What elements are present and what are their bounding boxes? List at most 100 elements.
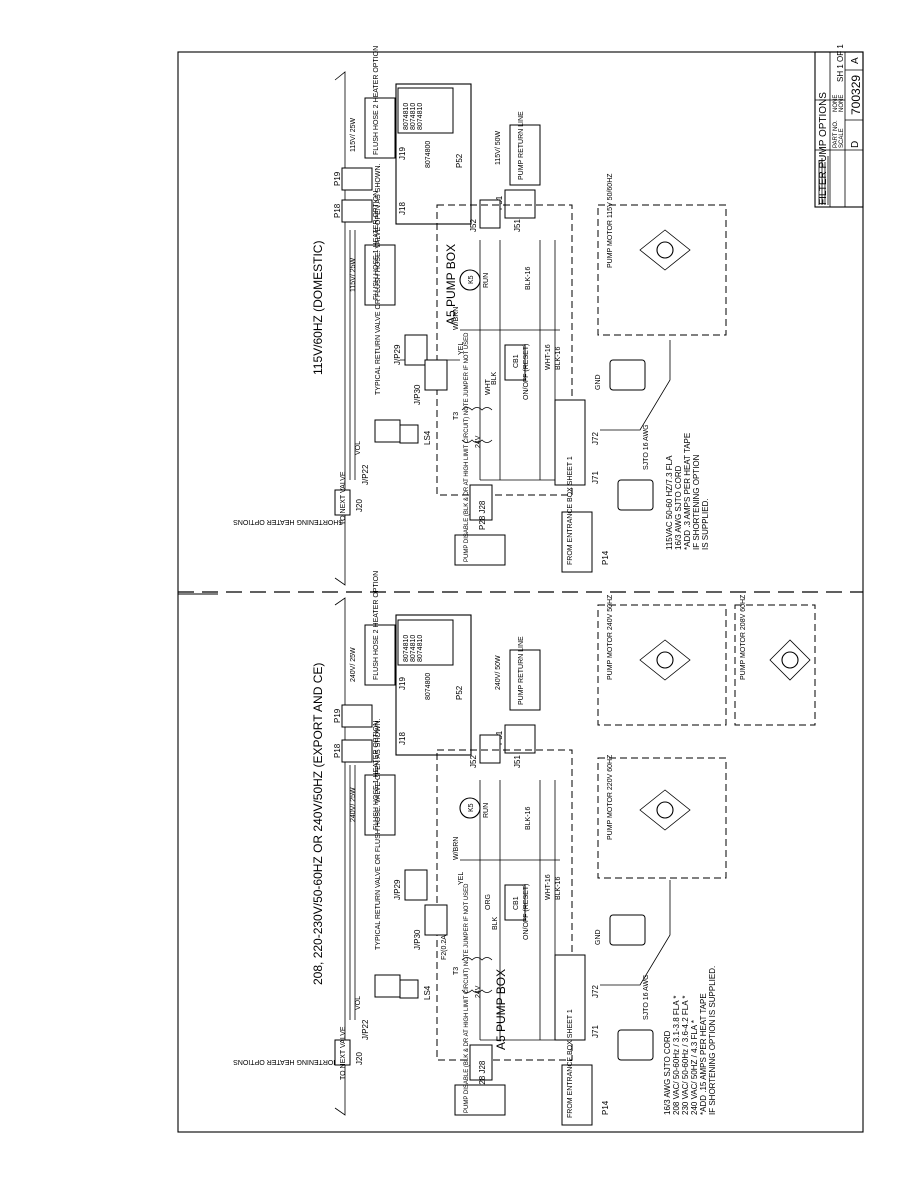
- svg-text:BLK-16: BLK-16: [555, 347, 562, 370]
- svg-text:BLK-16: BLK-16: [525, 267, 532, 290]
- title-text: FILTER PUMP OPTIONS: [818, 92, 829, 205]
- export-return-valve: [374, 974, 401, 998]
- svg-text:J71: J71: [591, 471, 600, 484]
- svg-text:CB1: CB1: [513, 896, 520, 910]
- svg-text:SCALE: SCALE: [839, 128, 845, 148]
- svg-text:J71: J71: [591, 1025, 600, 1038]
- svg-text:P14: P14: [601, 550, 610, 565]
- domestic-outlet: [609, 359, 646, 391]
- export-flush-hose-2-heater: [364, 624, 396, 686]
- drawing-number: 700329: [849, 75, 863, 115]
- svg-text:SHORTENING HEATER OPTIONS: SHORTENING HEATER OPTIONS: [233, 518, 343, 525]
- domestic-pump-motor-box: [597, 204, 727, 336]
- export-t3-transformer: T3 24V: [453, 957, 493, 998]
- svg-text:BLK: BLK: [492, 916, 499, 930]
- svg-text:J/P29: J/P29: [393, 344, 402, 365]
- svg-text:BLK: BLK: [491, 371, 498, 385]
- svg-text:GND: GND: [595, 374, 602, 390]
- svg-text:115V/ 50W: 115V/ 50W: [495, 130, 502, 165]
- svg-text:PUMP MOTOR 208V 60HZ: PUMP MOTOR 208V 60HZ: [740, 594, 747, 680]
- svg-text:FROM ENTRANCE BOX SHEET 1: FROM ENTRANCE BOX SHEET 1: [567, 456, 574, 565]
- pump-return-line-heater: [509, 124, 541, 186]
- export-pump-motor-208: [734, 604, 816, 726]
- svg-text:P28 J28: P28 J28: [478, 500, 487, 530]
- svg-text:16/3 AWG SJTO CORD: 16/3 AWG SJTO CORD: [663, 1030, 672, 1115]
- export-outlet: [609, 914, 646, 946]
- export-section: 208, 220-230V/50-60HZ OR 240V/50HZ (EXPO…: [233, 571, 816, 1126]
- svg-text:RUN: RUN: [483, 273, 490, 288]
- svg-text:NONE: NONE: [839, 95, 845, 112]
- title-block: FILTER PUMP OPTIONS PART NO. SCALE NONE …: [814, 44, 864, 208]
- svg-text:BLK-16: BLK-16: [555, 877, 562, 900]
- m1-motor: [656, 241, 674, 259]
- svg-text:8074810: 8074810: [417, 103, 424, 130]
- domestic-heading: 115V/60HZ (DOMESTIC): [311, 241, 325, 375]
- svg-text:PUMP DISABLE (BLK & DR AT HIGH: PUMP DISABLE (BLK & DR AT HIGH LIMIT CIR…: [464, 332, 470, 562]
- svg-text:RUN: RUN: [483, 803, 490, 818]
- svg-text:208 VAC/ 50-60Hz / 3.1-3.8 FLA: 208 VAC/ 50-60Hz / 3.1-3.8 FLA *: [672, 996, 681, 1115]
- export-pump-motor-240: [597, 604, 727, 726]
- svg-text:WHT-16: WHT-16: [545, 344, 552, 370]
- svg-text:IF SHORTENING OPTION IS SUPPLI: IF SHORTENING OPTION IS SUPPLIED.: [708, 966, 717, 1115]
- svg-text:J72: J72: [591, 432, 600, 445]
- svg-text:J18: J18: [398, 202, 407, 215]
- svg-text:PUMP MOTOR 220V 60HZ: PUMP MOTOR 220V 60HZ: [607, 754, 614, 840]
- svg-text:FLUSH HOSE 1 HEATER OPTION: FLUSH HOSE 1 HEATER OPTION: [373, 721, 380, 830]
- svg-text:T3: T3: [453, 412, 460, 420]
- svg-text:FROM ENTRANCE BOX SHEET 1: FROM ENTRANCE BOX SHEET 1: [567, 1009, 574, 1118]
- svg-text:P52: P52: [455, 685, 464, 700]
- svg-text:VOL: VOL: [355, 996, 362, 1010]
- svg-text:NONE: NONE: [833, 95, 839, 112]
- svg-text:8074800: 8074800: [425, 673, 432, 700]
- svg-text:ON/OFF (RESET): ON/OFF (RESET): [523, 884, 530, 940]
- svg-text:IF SHORTENING OPTION: IF SHORTENING OPTION: [692, 454, 701, 550]
- svg-text:P18: P18: [333, 743, 342, 758]
- svg-text:J/P22: J/P22: [361, 1019, 370, 1040]
- svg-text:W/BRN: W/BRN: [453, 837, 460, 860]
- svg-text:P18: P18: [333, 203, 342, 218]
- svg-text:ON/OFF (RESET): ON/OFF (RESET): [523, 344, 530, 400]
- domestic-section: 115V/60HZ (DOMESTIC) SHORTENING HEATER O…: [233, 46, 727, 586]
- svg-text:16/3 AWG SJTO CORD: 16/3 AWG SJTO CORD: [674, 465, 683, 550]
- svg-text:K5: K5: [468, 275, 475, 284]
- export-pump-return-line-heater: [509, 649, 541, 711]
- svg-text:J/P30: J/P30: [413, 929, 422, 950]
- svg-text:K5: K5: [468, 803, 475, 812]
- svg-text:8074810: 8074810: [417, 635, 424, 662]
- svg-text:J19: J19: [398, 677, 407, 690]
- svg-text:115VAC 50-60 HZ/7.3 FLA: 115VAC 50-60 HZ/7.3 FLA: [665, 455, 674, 550]
- svg-text:LS4: LS4: [423, 430, 432, 445]
- svg-text:PART NO.: PART NO.: [833, 120, 839, 148]
- svg-text:D: D: [850, 141, 861, 148]
- svg-text:J20: J20: [355, 1052, 364, 1065]
- export-plug: [617, 1029, 654, 1061]
- svg-text:J/P29: J/P29: [393, 879, 402, 900]
- svg-text:ORG: ORG: [485, 894, 492, 910]
- svg-text:IS SUPPLIED.: IS SUPPLIED.: [701, 498, 710, 550]
- svg-text:VOL: VOL: [355, 441, 362, 455]
- svg-text:P19: P19: [333, 171, 342, 186]
- cb1-breaker: [504, 344, 526, 381]
- svg-text:8074810: 8074810: [410, 635, 417, 662]
- svg-text:230 VAC/ 50-60Hz / 3.6-4.2 FLA: 230 VAC/ 50-60Hz / 3.6-4.2 FLA *: [681, 996, 690, 1115]
- svg-text:GND: GND: [595, 929, 602, 945]
- svg-text:*ADD .15 AMPS PER HEAT TAPE: *ADD .15 AMPS PER HEAT TAPE: [699, 993, 708, 1115]
- svg-text:WHT-16: WHT-16: [545, 874, 552, 900]
- export-pump-box: [436, 749, 573, 1061]
- svg-text:CB1: CB1: [513, 354, 520, 368]
- svg-text:J19: J19: [398, 147, 407, 160]
- svg-text:8074810: 8074810: [410, 103, 417, 130]
- svg-text:SJTO 16 AWG: SJTO 16 AWG: [643, 974, 650, 1020]
- flush-hose-1-heater: [364, 244, 396, 306]
- domestic-return-valve: [374, 419, 401, 443]
- domestic-plug: [617, 479, 654, 511]
- svg-text:SH 1 OF 1: SH 1 OF 1: [836, 44, 845, 82]
- export-cb1-breaker: [504, 884, 526, 921]
- svg-text:J20: J20: [355, 499, 364, 512]
- svg-text:J18: J18: [398, 732, 407, 745]
- svg-text:P28 J28: P28 J28: [478, 1060, 487, 1090]
- svg-text:J/P22: J/P22: [361, 464, 370, 485]
- svg-text:J52: J52: [469, 219, 478, 232]
